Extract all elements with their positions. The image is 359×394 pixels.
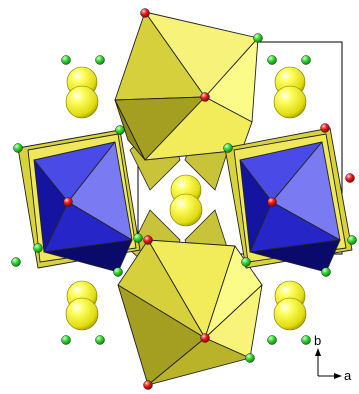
oxygen-atom-green — [241, 257, 251, 267]
oxygen-atom-green — [301, 335, 311, 345]
yellow-octahedron-top — [114, 11, 259, 161]
oxygen-atom-red — [143, 380, 153, 390]
oxygen-atom-red — [345, 173, 355, 183]
yellow-octahedron-bottom — [117, 239, 263, 386]
oxygen-atom-green — [61, 335, 71, 345]
cation-sphere — [273, 297, 307, 331]
oxygen-atom-green — [115, 125, 125, 135]
oxygen-atom-green — [321, 267, 331, 277]
oxygen-atom-green — [133, 233, 143, 243]
axis-indicator: b a — [314, 333, 352, 383]
oxygen-atom-green — [113, 267, 123, 277]
oxygen-atom-green — [267, 335, 277, 345]
blue-octahedron-right — [224, 127, 353, 273]
oxygen-atom-red — [267, 197, 277, 207]
blue-octahedron-left — [17, 129, 141, 273]
oxygen-atom-red — [200, 92, 210, 102]
oxygen-atom-red — [63, 197, 73, 207]
oxygen-atom-red — [320, 123, 330, 133]
oxygen-atom-green — [253, 33, 263, 43]
oxygen-atom-red — [140, 8, 150, 18]
oxygen-atom-green — [95, 335, 105, 345]
oxygen-atom-red — [143, 235, 153, 245]
oxygen-atom-green — [61, 55, 71, 65]
axis-label-a: a — [344, 368, 352, 383]
oxygen-atom-green — [245, 353, 255, 363]
oxygen-atom-green — [13, 143, 23, 153]
oxygen-atom-green — [267, 55, 277, 65]
axis-label-b: b — [314, 333, 321, 348]
oxygen-atom-green — [11, 257, 21, 267]
cation-spheres — [65, 66, 307, 331]
oxygen-atom-green — [301, 55, 311, 65]
oxygen-atoms — [11, 8, 357, 390]
oxygen-atom-green — [347, 235, 357, 245]
cation-sphere — [273, 85, 307, 119]
oxygen-atom-green — [33, 243, 43, 253]
cation-sphere — [65, 85, 99, 119]
oxygen-atom-red — [200, 333, 210, 343]
cation-sphere — [169, 193, 203, 227]
oxygen-atom-green — [223, 143, 233, 153]
cation-sphere — [65, 297, 99, 331]
oxygen-atom-green — [95, 55, 105, 65]
